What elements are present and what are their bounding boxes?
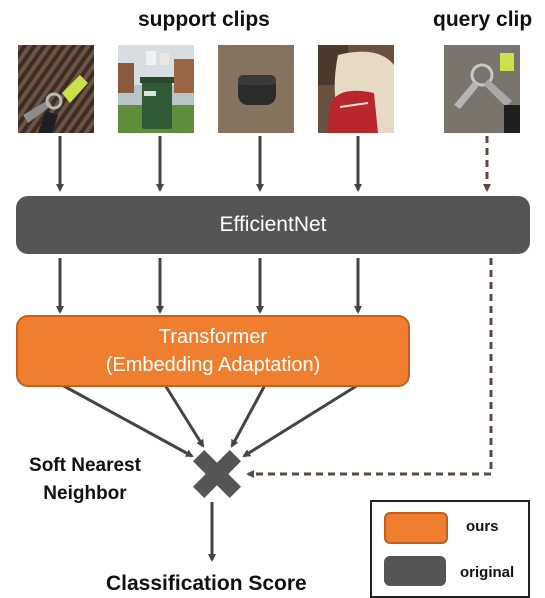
output-label: Classification Score xyxy=(106,572,307,595)
legend-label-original: original xyxy=(460,564,515,581)
arrow-adapter-to-combiner-3 xyxy=(230,384,267,448)
arrow-query-to-combiner xyxy=(246,258,493,478)
legend-label-ours: ours xyxy=(466,518,499,535)
combiner-label: Soft Nearest Neighbor xyxy=(10,452,160,508)
legend: ours original xyxy=(370,500,530,598)
adapter-box: Transformer (Embedding Adaptation) xyxy=(16,315,410,387)
support-clip-2 xyxy=(118,45,194,133)
combiner-label-line2: Neighbor xyxy=(43,483,127,504)
backbone-label: EfficientNet xyxy=(219,213,327,236)
support-clips-header: support clips xyxy=(138,8,270,31)
arrow-adapter-to-combiner-4 xyxy=(242,383,359,458)
support-clip-1 xyxy=(18,45,94,133)
combiner-label-line1: Soft Nearest xyxy=(29,455,141,476)
arrow-adapter-to-combiner-1 xyxy=(61,383,194,458)
adapter-label-line2: (Embedding Adaptation) xyxy=(105,354,321,376)
query-clip xyxy=(444,45,520,133)
arrow-adapter-to-combiner-2 xyxy=(163,384,205,448)
adapter-label-line1: Transformer xyxy=(158,326,268,348)
support-clip-4 xyxy=(318,45,394,133)
cross-icon xyxy=(192,449,242,499)
legend-swatch-original xyxy=(384,556,446,586)
backbone-box: EfficientNet xyxy=(16,196,530,254)
query-clip-header: query clip xyxy=(433,8,533,31)
legend-swatch-ours xyxy=(384,512,448,544)
support-clip-3 xyxy=(218,45,294,133)
